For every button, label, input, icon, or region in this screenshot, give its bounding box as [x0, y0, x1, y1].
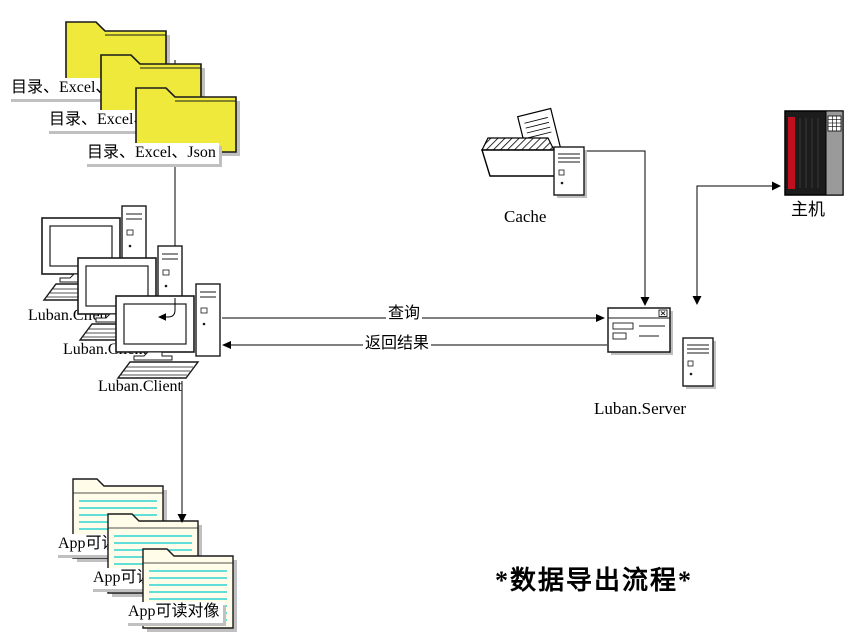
app-label-3: App可读对像	[125, 602, 223, 623]
client-computer-icon-3	[115, 283, 221, 379]
host-mainframe-icon	[784, 110, 844, 196]
cache-server-icon	[553, 146, 588, 199]
client-label-3: Luban.Client	[98, 378, 182, 395]
server-label: Luban.Server	[594, 399, 687, 418]
cache-label: Cache	[504, 207, 547, 226]
catalog-label-3: 目录、Excel、Json	[84, 143, 219, 164]
server-tower-icon	[682, 337, 717, 390]
diagram-title: *数据导出流程*	[495, 566, 694, 595]
server-window-icon	[607, 307, 674, 356]
query-edge-label: 查询	[386, 304, 423, 324]
result-edge-label: 返回结果	[363, 334, 432, 354]
host-label: 主机	[791, 200, 825, 219]
